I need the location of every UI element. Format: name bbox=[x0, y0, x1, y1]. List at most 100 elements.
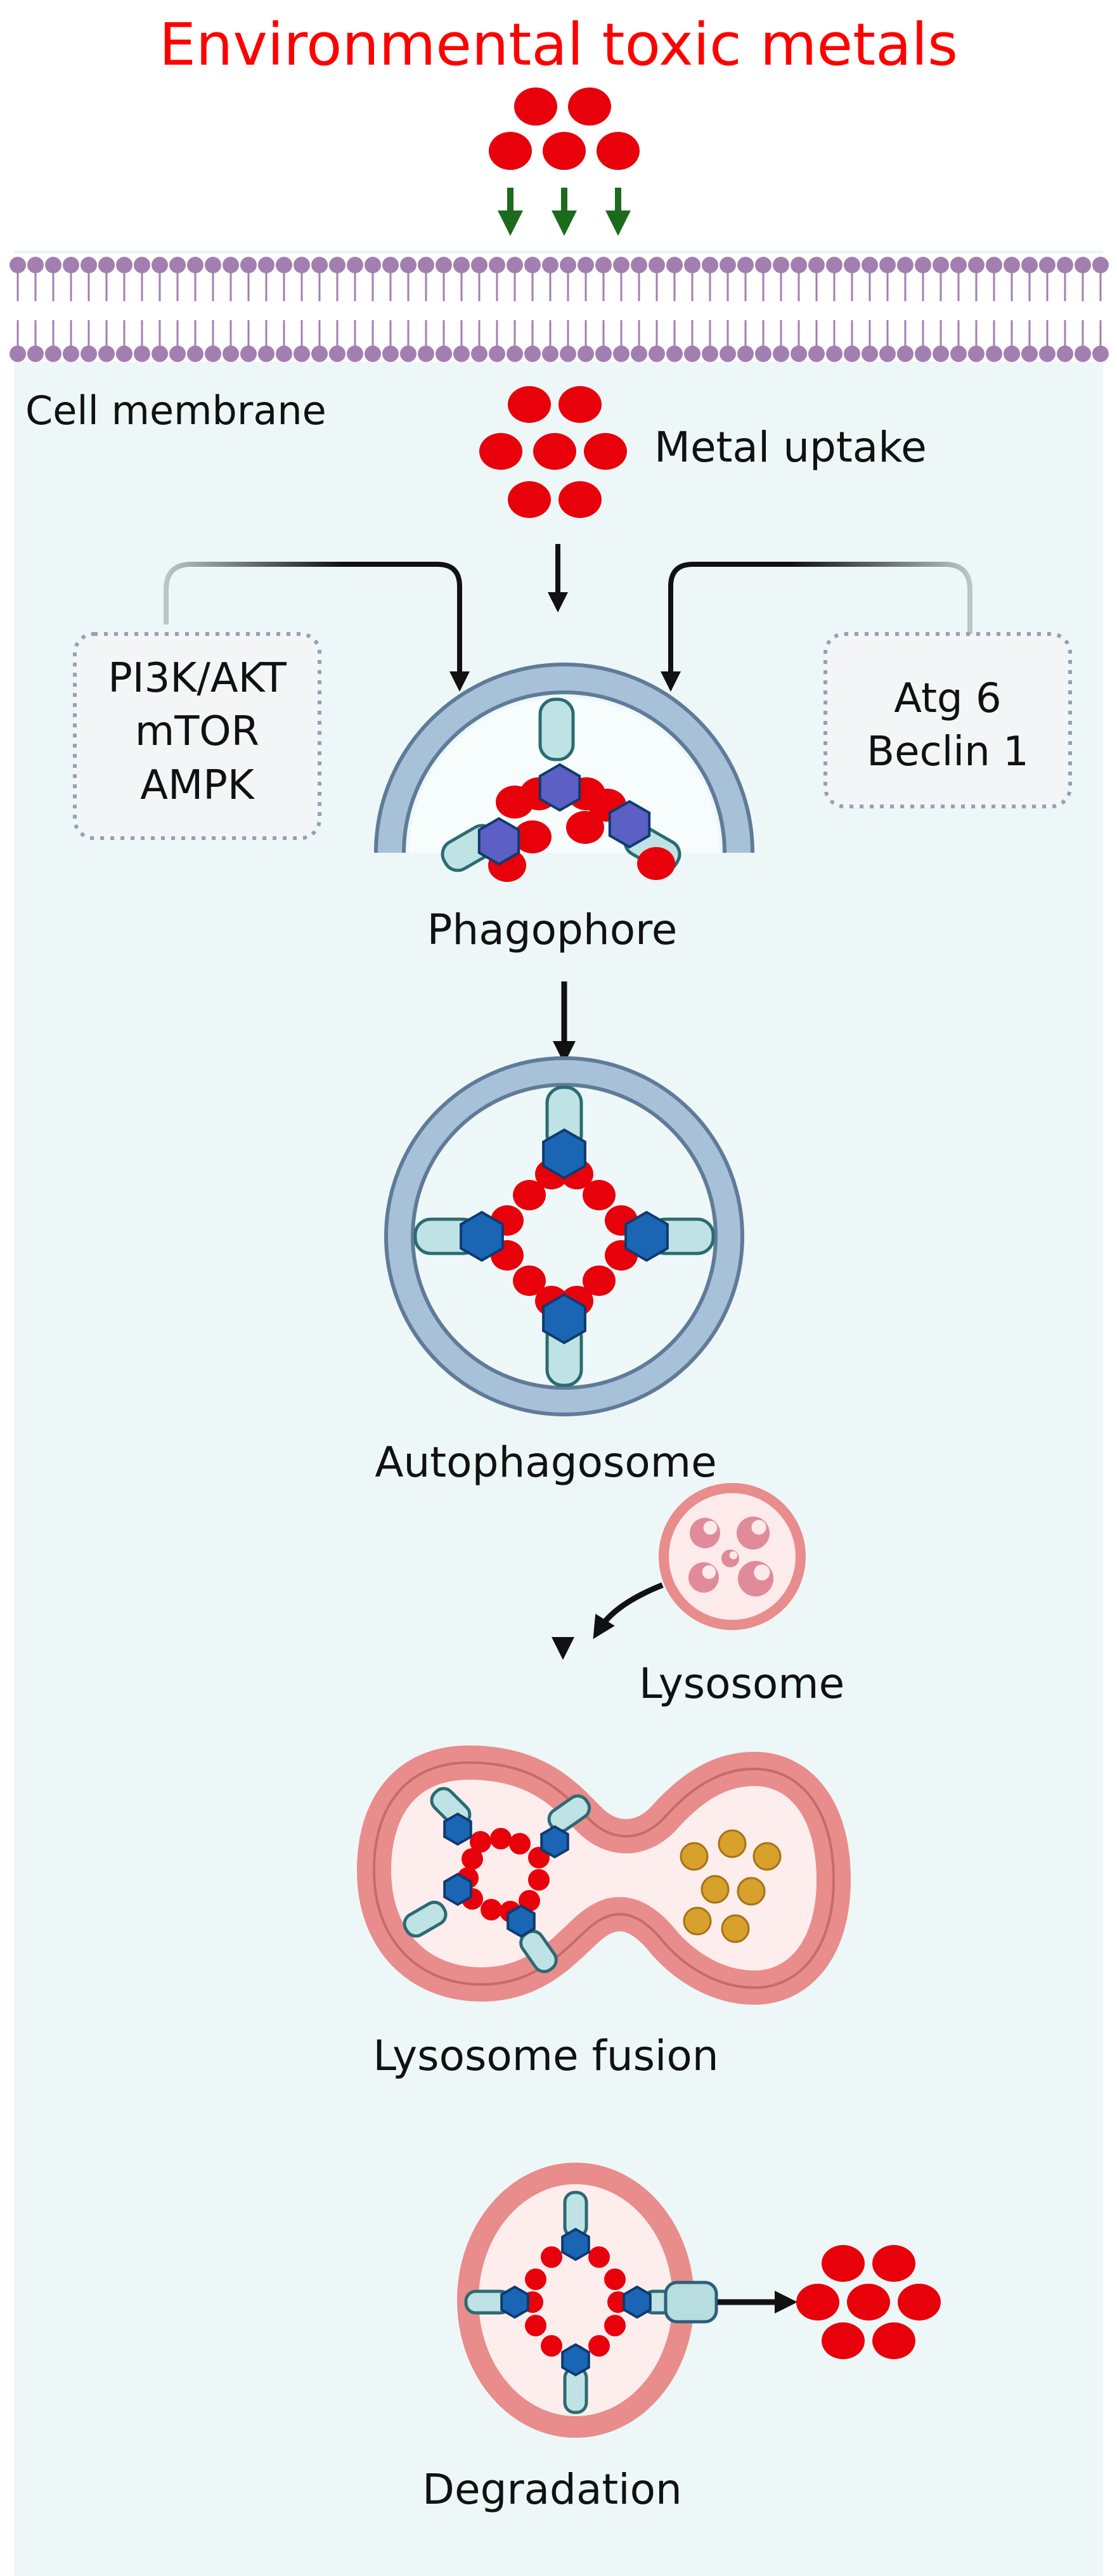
autophagosome-icon bbox=[384, 1056, 744, 1416]
metal-ion-icon bbox=[490, 1828, 512, 1849]
metal-ion-icon bbox=[513, 820, 552, 853]
receptor-icon bbox=[500, 2285, 529, 2319]
enzyme-icon bbox=[690, 1518, 720, 1548]
arrow-icon bbox=[661, 562, 972, 692]
receptor-icon bbox=[538, 763, 581, 812]
regulator-label: Atg 6 bbox=[894, 675, 1002, 722]
regulator-label: PI3K/AKT bbox=[108, 655, 287, 702]
receptor-icon bbox=[561, 2227, 590, 2262]
metal-ion-icon bbox=[543, 132, 586, 170]
metal-ion-icon bbox=[604, 2315, 626, 2336]
lipid-bilayer-icon bbox=[10, 254, 1109, 362]
metal-ion-icon bbox=[588, 2335, 610, 2357]
metal-ion-icon bbox=[583, 1180, 616, 1210]
metal-ion-icon bbox=[588, 2246, 610, 2268]
metal-ion-icon bbox=[558, 386, 602, 423]
metal-uptake-label: Metal uptake bbox=[654, 423, 927, 472]
metal-ion-icon bbox=[470, 1831, 491, 1853]
receptor-icon bbox=[608, 799, 651, 849]
metal-ion-icon bbox=[508, 481, 551, 518]
metal-ion-icon bbox=[568, 87, 611, 126]
incoming-metals bbox=[489, 87, 640, 170]
receptor-icon bbox=[561, 2343, 590, 2377]
enzyme-icon bbox=[738, 1561, 773, 1596]
metal-ion-icon bbox=[489, 132, 532, 170]
receptor-icon bbox=[624, 1210, 669, 1262]
regulator-box-left bbox=[73, 632, 321, 840]
enzyme-icon bbox=[737, 1517, 770, 1550]
metal-ion-icon bbox=[513, 1265, 546, 1296]
receptor-icon bbox=[477, 817, 520, 866]
metal-ion-icon bbox=[479, 433, 522, 470]
receptor-icon bbox=[623, 2285, 652, 2319]
lysosome-icon bbox=[659, 1483, 806, 1630]
regulators-right-text: Atg 6 Beclin 1 bbox=[825, 672, 1070, 779]
receptor-icon bbox=[542, 1293, 586, 1345]
metal-ion-icon bbox=[822, 2322, 865, 2359]
metal-ion-icon bbox=[525, 2269, 546, 2290]
metal-ion-icon bbox=[525, 2315, 546, 2336]
lysosome-label: Lysosome bbox=[639, 1659, 845, 1708]
enzyme-icon bbox=[721, 1550, 739, 1567]
degradation-icon bbox=[457, 2163, 941, 2438]
receptor-icon bbox=[443, 1872, 472, 1906]
diagram-title: Environmental toxic metals bbox=[158, 11, 959, 79]
regulator-label: Beclin 1 bbox=[867, 728, 1029, 776]
receptor-icon bbox=[460, 1210, 504, 1262]
metal-ion-icon bbox=[898, 2284, 941, 2320]
enzyme-icon bbox=[688, 1562, 719, 1593]
metal-ion-icon bbox=[481, 1899, 502, 1920]
autophagosome-label: Autophagosome bbox=[375, 1438, 717, 1487]
metal-ion-icon bbox=[509, 1833, 531, 1854]
metal-ion-icon bbox=[558, 481, 602, 518]
metal-ion-icon bbox=[872, 2322, 915, 2359]
cargo-icon bbox=[752, 1842, 782, 1871]
metal-ion-icon bbox=[508, 386, 551, 423]
metal-ion-icon bbox=[584, 433, 627, 470]
cargo-icon bbox=[680, 1842, 709, 1871]
receptor-stalk-icon bbox=[547, 1794, 591, 1833]
arrow-icon bbox=[593, 1582, 664, 1640]
cargo-icon bbox=[683, 1906, 712, 1936]
metal-ion-icon bbox=[541, 2246, 562, 2268]
metal-ion-icon bbox=[583, 1265, 616, 1296]
phagophore-label: Phagophore bbox=[427, 905, 678, 954]
metal-ion-icon bbox=[533, 433, 576, 470]
metal-ion-icon bbox=[847, 2284, 890, 2320]
metal-ion-icon bbox=[566, 811, 604, 844]
receptor-icon bbox=[542, 1128, 586, 1180]
metal-ion-icon bbox=[541, 2335, 562, 2357]
metal-ion-icon bbox=[637, 847, 675, 880]
green-arrows bbox=[498, 188, 631, 236]
cell-membrane-label: Cell membrane bbox=[25, 387, 326, 434]
transporter-icon bbox=[664, 2281, 718, 2324]
metal-ion-icon bbox=[604, 2269, 626, 2290]
cargo-icon bbox=[701, 1875, 730, 1904]
metal-ion-icon bbox=[513, 1180, 546, 1210]
receptor-icon bbox=[443, 1812, 472, 1846]
cargo-icon bbox=[737, 1877, 766, 1906]
lysosome-fusion-icon bbox=[356, 1745, 851, 2005]
receptor-stalk-icon bbox=[538, 697, 575, 761]
uptake-metals bbox=[479, 386, 627, 518]
metal-ion-icon bbox=[822, 2245, 865, 2282]
metal-ion-icon bbox=[872, 2245, 915, 2282]
regulator-box-right bbox=[823, 632, 1072, 808]
metal-ion-icon bbox=[796, 2284, 839, 2320]
receptor-icon bbox=[507, 1904, 536, 1938]
receptor-stalk-icon bbox=[403, 1900, 448, 1938]
regulators-left-text: PI3K/AKT mTOR AMPK bbox=[75, 652, 320, 812]
degradation-label: Degradation bbox=[422, 2465, 682, 2514]
metal-ion-icon bbox=[462, 1848, 483, 1870]
cargo-icon bbox=[718, 1829, 747, 1858]
receptor-icon bbox=[540, 1825, 569, 1859]
lysosome-fusion-label: Lysosome fusion bbox=[373, 2031, 719, 2080]
metal-ion-icon bbox=[528, 1869, 550, 1891]
cargo-icon bbox=[721, 1914, 750, 1943]
regulator-label: AMPK bbox=[140, 761, 254, 809]
metal-ion-icon bbox=[597, 132, 640, 170]
input-arrows bbox=[164, 544, 972, 692]
phagophore-icon bbox=[374, 663, 754, 882]
